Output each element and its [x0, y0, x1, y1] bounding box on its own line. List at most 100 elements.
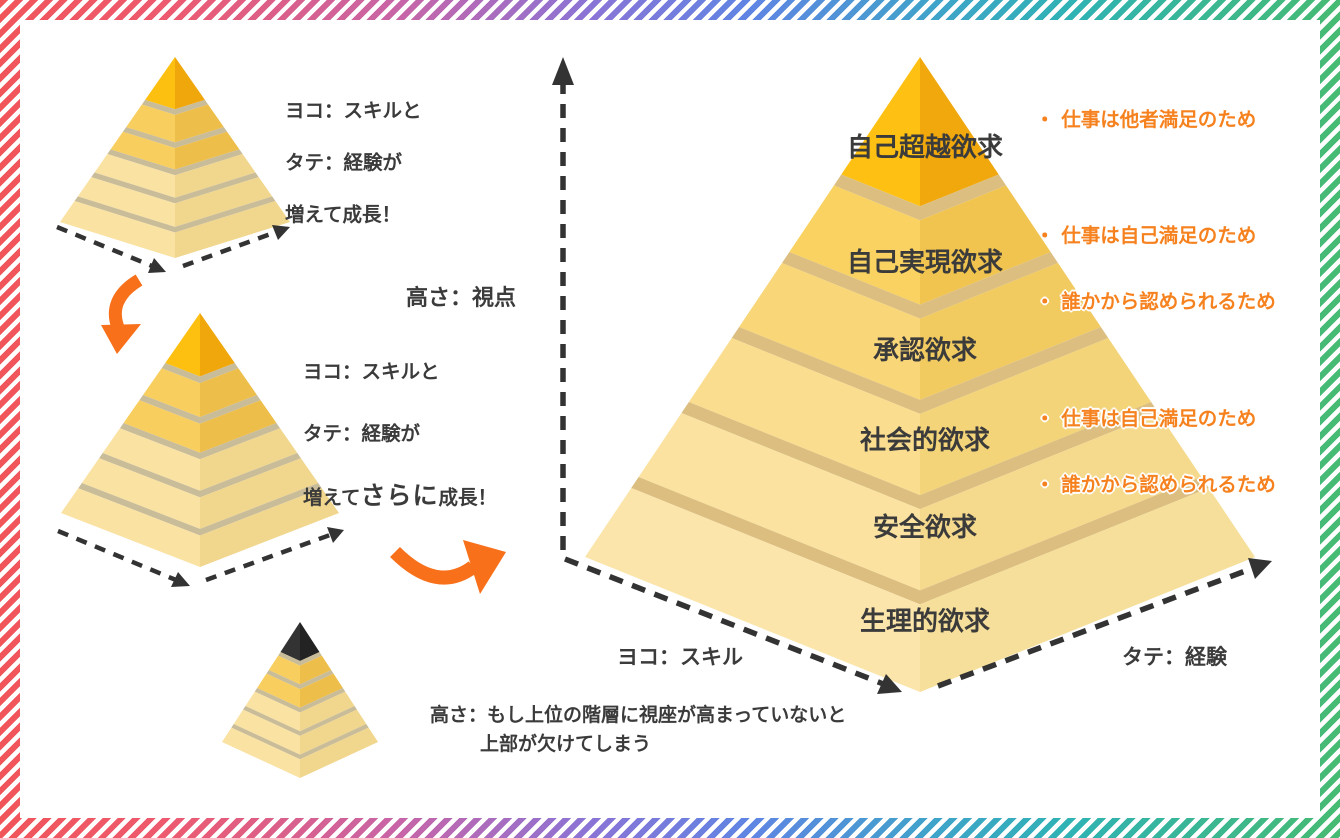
pyramid-face-right — [300, 727, 378, 778]
pyramid-face-left — [688, 338, 920, 496]
pyramid-apex-right — [200, 313, 235, 377]
pyramid-rim-left — [254, 688, 300, 713]
pyramid-face-right — [200, 368, 257, 418]
pyramid-rim-left — [781, 252, 920, 319]
pyramid-rim-left — [243, 706, 300, 736]
pyramid-face-right — [200, 400, 277, 453]
pyramid-face-right — [200, 428, 298, 491]
pyramid2-caption-line3-emphasis: さらに — [360, 481, 439, 510]
pyramid-face-left — [233, 709, 300, 755]
pyramid-rim-right — [200, 453, 301, 498]
pyramid-rim-right — [175, 172, 259, 204]
pyramid-face-right — [175, 177, 273, 227]
pyramid2-caption: ヨコ：スキルと タテ：経験が 増えてさらに成長！ — [303, 356, 497, 513]
pyramid-rim-right — [200, 483, 322, 536]
pyramid-face-right — [300, 655, 332, 685]
pyramid2-skill-axis-line — [57, 528, 177, 583]
pyramid2-caption-line1: ヨコ：スキルと — [303, 360, 440, 383]
pyramid-face-right — [175, 104, 224, 143]
pyramid-rim-left — [631, 477, 920, 605]
pyramid-rim-right — [300, 670, 334, 690]
small-pyramid-2 — [61, 313, 339, 567]
pyramid1-caption-line2: タテ：経験が — [285, 151, 403, 174]
pyramid-rim-right — [920, 252, 1059, 319]
pyramid1-skill-axis-line — [56, 224, 153, 269]
pyramid2-base-axes — [57, 527, 344, 587]
experience-axis-arrowhead-icon — [1248, 558, 1272, 579]
pyramid-rim-left — [231, 724, 300, 760]
pyramid-face-left — [257, 673, 300, 708]
pyramid1-skill-arrowhead-icon — [148, 258, 166, 273]
skill-axis-label: ヨコ：スキル — [617, 645, 743, 669]
pyramid-face-left — [143, 368, 200, 418]
pyramid-rim-left — [141, 99, 175, 115]
pyramid-rim-right — [300, 724, 369, 760]
pyramid-face-right — [920, 263, 1101, 400]
pyramid-rim-right — [300, 652, 322, 666]
pyramid-face-left — [81, 458, 200, 529]
pyramid-apex-left — [841, 57, 920, 207]
pyramid-rim-left — [139, 395, 200, 424]
pyramid1-exp-axis-line — [182, 229, 277, 269]
pyramid1-caption-line3: 増えて成長！ — [285, 203, 402, 226]
level-label-social: 社会的欲求 — [859, 426, 991, 456]
pyramid1-caption: ヨコ：スキルと タテ：経験が 増えて成長！ — [285, 98, 422, 228]
curved-arrow-1-icon — [108, 274, 143, 333]
annotation-3-item-1: ・ 仕事は自己満足のため — [1035, 407, 1257, 430]
pyramid-rim-right — [920, 327, 1109, 414]
pyramid-rim-right — [200, 423, 281, 460]
pyramid-face-left — [77, 177, 175, 227]
pyramid-rim-left — [74, 196, 175, 233]
pyramid-rim-left — [99, 453, 200, 498]
pyramid-face-right — [920, 488, 1255, 692]
small-pyramid-1 — [60, 57, 290, 258]
pyramid-face-left — [102, 428, 200, 491]
pyramid-rim-right — [175, 99, 209, 115]
pyramid-face-right — [200, 488, 339, 567]
pyramid-rim-left — [681, 402, 920, 510]
pyramid-face-left — [789, 185, 920, 305]
experience-axis-label: タテ：経験 — [1122, 645, 1227, 669]
pyramid-rim-right — [300, 688, 346, 713]
annotation-group-1: ・ 仕事は他者満足のため — [1035, 103, 1256, 136]
pyramid-rim-right — [300, 706, 357, 736]
height-axis-label: 高さ：視点 — [406, 286, 517, 311]
pyramid-face-left — [110, 131, 175, 170]
main-maslow-pyramid — [585, 57, 1255, 692]
pyramid-face-right — [920, 338, 1152, 496]
pyramid-rim-left — [278, 652, 300, 666]
pyramid3-caption-line2: 上部が欠けてしまう — [480, 733, 652, 755]
main-axes — [552, 57, 1272, 694]
level-label-self-actualization: 自己実現欲求 — [846, 248, 1004, 278]
pyramid-face-left — [739, 263, 920, 400]
pyramid-rim-right — [175, 127, 228, 149]
curved-arrow-2-head-icon — [463, 540, 506, 594]
pyramid-rim-left — [91, 172, 175, 204]
pyramid-face-right — [300, 673, 343, 708]
pyramid2-exp-arrowhead-icon — [327, 527, 344, 543]
pyramid-rim-left — [731, 327, 920, 414]
transition-arrows — [101, 274, 506, 594]
pyramid2-caption-line3-pre: 増えて — [303, 486, 361, 509]
pyramid-face-right — [200, 458, 319, 529]
pyramid-rim-left — [78, 483, 200, 536]
pyramid-face-left — [638, 413, 920, 591]
level-label-self-transcendence: 自己超越欲求 — [846, 133, 1004, 163]
pyramid-apex-right — [300, 622, 320, 661]
experience-axis-line — [937, 564, 1257, 689]
pyramid-face-left — [126, 104, 175, 143]
annotation-group-3: ・ 仕事は自己満足のため ・ 誰かから認められるため — [1035, 402, 1276, 501]
pyramid-rim-left — [107, 149, 175, 176]
pyramid-face-left — [94, 154, 175, 198]
pyramid-rim-right — [920, 174, 1007, 221]
pyramid1-base-axes — [56, 224, 290, 273]
pyramid-face-right — [300, 691, 355, 732]
pyramid-face-right — [175, 154, 256, 198]
pyramid-face-right — [175, 201, 290, 258]
pyramid-rim-left — [161, 363, 200, 384]
pyramid-face-left — [60, 201, 175, 258]
pyramid-rim-left — [122, 127, 175, 149]
pyramid-face-left — [245, 691, 300, 732]
